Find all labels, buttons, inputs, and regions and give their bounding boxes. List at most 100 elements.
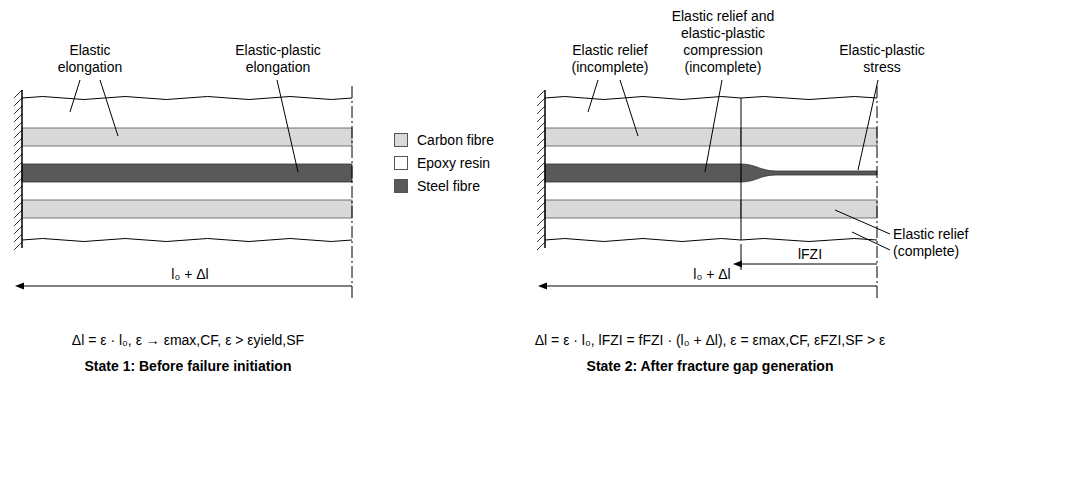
necked-steel-fibre xyxy=(741,164,877,182)
wall-hatch xyxy=(537,202,545,210)
legend-entry: Steel fibre xyxy=(394,178,480,194)
wall-hatch xyxy=(14,90,22,98)
wall-hatch xyxy=(14,242,22,250)
clamp-wall xyxy=(544,90,546,248)
leader-line xyxy=(620,80,638,136)
wall-hatch xyxy=(14,226,22,234)
break-edge xyxy=(545,239,741,242)
callout-label: Elastic relief and elastic-plastic compr… xyxy=(652,8,794,76)
wall-hatch xyxy=(537,122,545,130)
wall-hatch xyxy=(14,106,22,114)
wall-hatch xyxy=(537,154,545,162)
leader-line xyxy=(588,80,598,112)
wall-hatch xyxy=(537,194,545,202)
legend-text: Steel fibre xyxy=(417,178,480,194)
boundary-line xyxy=(352,86,353,298)
carbon-fibre xyxy=(741,128,877,146)
callout-label: Elastic-plastic stress xyxy=(826,42,938,76)
extension-line xyxy=(741,244,742,270)
leader-line xyxy=(835,210,890,234)
wall-hatch xyxy=(14,122,22,130)
dimension-label: l₀ + Δl xyxy=(160,266,220,283)
dimension-line xyxy=(24,286,352,287)
leader-line xyxy=(277,80,298,172)
steel-fibre xyxy=(22,164,352,182)
state-one-specimen xyxy=(14,90,352,250)
legend-entry: Epoxy resin xyxy=(394,155,490,171)
break-edge xyxy=(22,239,352,242)
legend-swatch xyxy=(394,133,408,147)
wall-hatch xyxy=(537,138,545,146)
carbon-fibre xyxy=(545,200,741,218)
dimension-line xyxy=(742,264,877,265)
wall-hatch xyxy=(14,162,22,170)
wall-hatch xyxy=(537,226,545,234)
dimension-line xyxy=(547,286,877,287)
wall-hatch xyxy=(14,114,22,122)
legend-text: Carbon fibre xyxy=(417,132,494,148)
wall-hatch xyxy=(537,162,545,170)
wall-hatch xyxy=(537,242,545,250)
wall-hatch xyxy=(537,218,545,226)
wall-hatch xyxy=(537,98,545,106)
carbon-fibre xyxy=(22,200,352,218)
state-two-specimen xyxy=(537,90,877,250)
break-edge xyxy=(22,97,352,100)
wall-hatch xyxy=(14,178,22,186)
wall-hatch xyxy=(537,146,545,154)
callout-label: Elastic relief (incomplete) xyxy=(560,42,660,76)
wall-hatch xyxy=(14,210,22,218)
wall-hatch xyxy=(537,210,545,218)
callout-label: Elastic-plastic elongation xyxy=(222,42,334,76)
break-edge xyxy=(741,239,877,242)
leader-line xyxy=(852,232,890,250)
formula: Δl = ε · l₀, lFZI = fFZI · (l₀ + Δl), ε … xyxy=(480,332,940,349)
wall-hatch xyxy=(537,178,545,186)
state-caption: State 2: After fracture gap generation xyxy=(480,358,940,375)
wall-hatch xyxy=(537,186,545,194)
carbon-fibre xyxy=(22,128,352,146)
epoxy-matrix xyxy=(741,98,877,240)
wall-hatch xyxy=(537,114,545,122)
legend-swatch xyxy=(394,179,408,193)
epoxy-matrix xyxy=(22,98,352,240)
wall-hatch xyxy=(537,106,545,114)
wall-hatch xyxy=(537,234,545,242)
leader-line xyxy=(858,80,878,170)
legend-text: Epoxy resin xyxy=(417,155,490,171)
break-edge xyxy=(741,97,877,100)
callout-label: Elastic elongation xyxy=(44,42,136,76)
legend-swatch xyxy=(394,156,408,170)
leader-line xyxy=(70,80,80,112)
epoxy-matrix xyxy=(545,98,741,240)
wall-hatch xyxy=(14,138,22,146)
wall-hatch xyxy=(14,234,22,242)
clamp-wall xyxy=(21,90,23,248)
steel-fibre xyxy=(545,164,741,182)
wall-hatch xyxy=(14,146,22,154)
wall-hatch xyxy=(14,186,22,194)
wall-hatch xyxy=(14,170,22,178)
carbon-fibre xyxy=(741,200,877,218)
leader-line xyxy=(705,80,722,172)
dimension-label: l₀ + Δl xyxy=(682,266,742,283)
wall-hatch xyxy=(14,130,22,138)
break-edge xyxy=(545,97,741,100)
wall-hatch xyxy=(14,202,22,210)
wall-hatch xyxy=(14,194,22,202)
formula: Δl = ε · l₀, ε → εmax,CF, ε > εyield,SF xyxy=(10,332,366,349)
leader-line xyxy=(100,80,118,136)
wall-hatch xyxy=(537,90,545,98)
dimension-label: lFZI xyxy=(780,246,840,263)
wall-hatch xyxy=(14,218,22,226)
state-caption: State 1: Before failure initiation xyxy=(10,358,366,375)
leader-lines xyxy=(70,80,890,250)
boundary-line xyxy=(877,86,878,298)
fracture-gap xyxy=(741,98,742,240)
wall-hatch xyxy=(537,130,545,138)
wall-hatch xyxy=(14,98,22,106)
wall-hatch xyxy=(537,170,545,178)
legend-entry: Carbon fibre xyxy=(394,132,494,148)
callout-label: Elastic relief (complete) xyxy=(893,226,993,260)
wall-hatch xyxy=(14,154,22,162)
